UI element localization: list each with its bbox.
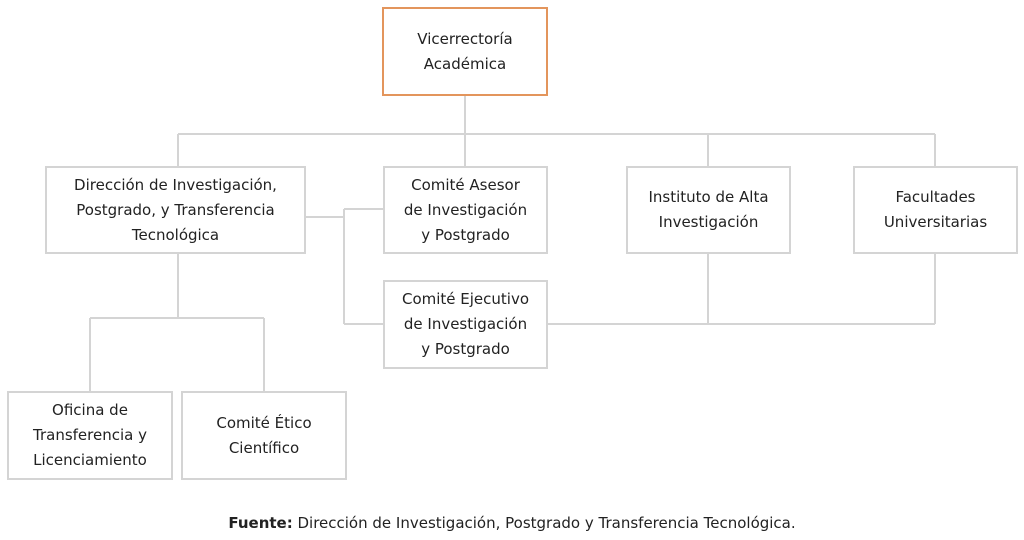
node-facultades-line-1: Facultades bbox=[895, 188, 976, 206]
node-comite-ejecutivo: Comité Ejecutivo de Investigación y Post… bbox=[383, 280, 548, 369]
node-vicerrectoria-line-1: Vicerrectoría bbox=[417, 29, 513, 48]
node-direccion-line-3: Tecnológica bbox=[131, 225, 220, 244]
caption-label: Fuente: bbox=[228, 514, 293, 532]
node-instituto-line-1: Instituto de Alta bbox=[648, 188, 769, 206]
node-direccion-line-2: Postgrado, y Transferencia bbox=[76, 200, 275, 219]
node-comite-asesor-line-1: Comité Asesor bbox=[411, 175, 520, 194]
node-instituto-line-2: Investigación bbox=[658, 213, 759, 231]
node-vicerrectoria: Vicerrectoría Académica bbox=[382, 7, 548, 96]
node-oficina-line-3: Licenciamiento bbox=[33, 451, 147, 469]
node-comite-etico-line-1: Comité Ético bbox=[216, 413, 312, 432]
source-caption: Fuente: Dirección de Investigación, Post… bbox=[0, 512, 1024, 534]
node-comite-ejecutivo-line-2: de Investigación bbox=[403, 315, 528, 333]
node-direccion-line-1: Dirección de Investigación, bbox=[74, 175, 277, 194]
caption-text: Dirección de Investigación, Postgrado y … bbox=[292, 514, 796, 532]
node-comite-etico: Comité Ético Científico bbox=[181, 391, 347, 480]
node-comite-etico-line-2: Científico bbox=[228, 438, 300, 457]
node-comite-asesor-line-2: de Investigación bbox=[403, 200, 528, 219]
node-vicerrectoria-line-2: Académica bbox=[423, 54, 507, 73]
node-comite-ejecutivo-line-1: Comité Ejecutivo bbox=[401, 290, 530, 308]
node-comite-asesor-line-3: y Postgrado bbox=[421, 225, 510, 244]
node-facultades-line-2: Universitarias bbox=[883, 213, 988, 231]
node-oficina-line-1: Oficina de bbox=[52, 401, 128, 419]
node-facultades: Facultades Universitarias bbox=[853, 166, 1018, 254]
node-comite-ejecutivo-line-3: y Postgrado bbox=[421, 340, 510, 358]
node-instituto: Instituto de Alta Investigación bbox=[626, 166, 791, 254]
node-comite-asesor: Comité Asesor de Investigación y Postgra… bbox=[383, 166, 548, 254]
node-oficina-line-2: Transferencia y bbox=[33, 426, 147, 444]
node-direccion: Dirección de Investigación, Postgrado, y… bbox=[45, 166, 306, 254]
node-oficina: Oficina de Transferencia y Licenciamient… bbox=[7, 391, 173, 480]
